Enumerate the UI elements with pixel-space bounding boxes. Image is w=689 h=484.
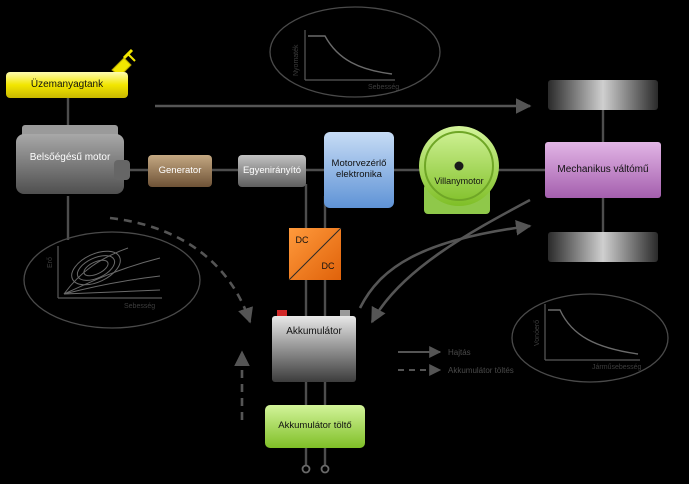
ice-engine-shape xyxy=(16,125,130,194)
dcdc-top-label: DC xyxy=(295,234,309,245)
motor-graph-xlabel: Sebesség xyxy=(368,84,399,91)
generator-shape xyxy=(148,155,212,187)
charger-shape xyxy=(265,405,365,448)
battery-label: Akkumulátor xyxy=(286,326,342,338)
motor-controller-shape xyxy=(324,132,394,208)
wheel-front-icon xyxy=(548,80,658,110)
gearbox-shape xyxy=(545,142,661,198)
dcdc-converter-shape xyxy=(288,227,342,281)
traction-curve-graph xyxy=(511,293,669,383)
plug-terminals xyxy=(301,464,330,474)
motor-graph-ylabel: Nyomaték xyxy=(293,44,300,76)
legend-charging-label: Akkumulátor töltés xyxy=(448,366,514,375)
drive-flow-arrows xyxy=(155,98,532,324)
traction-graph-xlabel: Járműsebesség xyxy=(592,364,642,371)
battery-shape xyxy=(272,310,356,382)
dcdc-bottom-label: DC xyxy=(321,260,335,271)
charger-label: Akkumulátor töltő xyxy=(278,420,352,432)
electric-motor-shape xyxy=(419,126,499,214)
generator-label: Generator xyxy=(158,164,202,176)
ice-engine-label: Belsőégésű motor xyxy=(29,152,111,164)
legend: Hajtás Akkumulátor töltés xyxy=(398,346,514,376)
fuel-tank-shape xyxy=(6,72,128,98)
wheel-rear-icon xyxy=(548,232,658,262)
engine-graph-ylabel: Erő xyxy=(47,257,54,268)
motor-controller-label: Motorvezérlő elektronika xyxy=(331,158,387,180)
legend-drive-label: Hajtás xyxy=(448,348,471,357)
rectifier-shape xyxy=(238,155,306,187)
torque-curve xyxy=(308,35,393,75)
fuel-tank-label: Üzemanyagtank xyxy=(30,79,104,91)
motor-curve-graph xyxy=(269,6,441,98)
electric-motor-label: Villanymotor xyxy=(434,175,484,186)
gearbox-label: Mechanikus váltómű xyxy=(557,164,649,176)
traction-graph-ylabel: Vonóerő xyxy=(534,320,541,346)
motor-shaft-icon xyxy=(454,161,464,171)
rectifier-label: Egyenirányító xyxy=(242,164,302,176)
charging-flow-arrows xyxy=(109,216,253,420)
traction-force-curve xyxy=(548,309,639,355)
engine-map-graph xyxy=(23,231,201,329)
engine-graph-xlabel: Sebesség xyxy=(124,303,155,310)
connection-lines xyxy=(66,98,605,465)
